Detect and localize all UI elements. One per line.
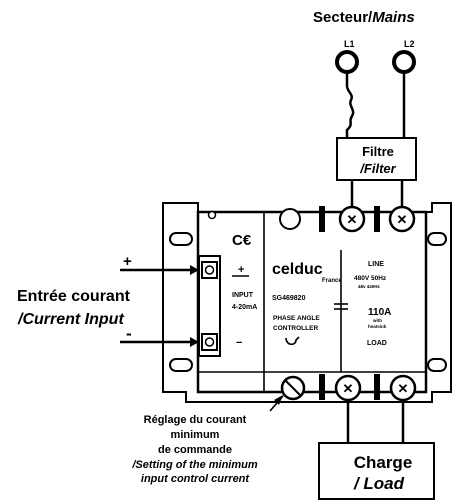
model-number: SG469820 — [272, 295, 306, 302]
line-label: LINE — [368, 261, 384, 268]
input-label-fr: Entrée courant — [17, 288, 131, 305]
phase-label-2: CONTROLLER — [273, 325, 318, 332]
adjust-line-3: de commande — [158, 444, 232, 456]
svg-text:✕: ✕ — [347, 212, 358, 227]
adjust-line-1: Réglage du courant — [144, 414, 247, 426]
mains-l2-terminal — [392, 50, 416, 74]
filter-label-fr: Filtre — [362, 144, 394, 159]
input-terminal-strip — [198, 255, 221, 357]
mounting-hole — [207, 210, 217, 220]
mains-l2-label: L2 — [404, 39, 415, 49]
mount-slot-tr — [427, 232, 447, 246]
line-terminal-2 — [388, 205, 416, 233]
input-text: INPUT — [232, 292, 254, 299]
mains-title: Secteur/Mains — [313, 9, 415, 26]
phase-label-1: PHASE ANGLE — [273, 315, 320, 322]
load-terminal-label: LOAD — [367, 340, 387, 347]
svg-text:✕: ✕ — [397, 212, 408, 227]
adjust-symbol — [285, 336, 300, 346]
terminal-minus-mark: − — [236, 337, 242, 349]
input-minus-sign: - — [126, 324, 132, 343]
filter-label-en: /Filter — [359, 161, 396, 176]
voltage-sub: 48v 440Hz — [358, 284, 381, 289]
adjust-line-2: minimum — [171, 429, 220, 441]
svg-text:✕: ✕ — [398, 381, 409, 396]
svg-text:✕: ✕ — [343, 381, 354, 396]
input-plus-sign: + — [123, 253, 132, 270]
adjust-line-4: /Setting of the minimum — [131, 459, 257, 471]
mount-slot-br — [427, 358, 447, 372]
input-label-en: /Current Input — [17, 311, 124, 328]
load-label-en: / Load — [353, 474, 405, 493]
mains-l1-label: L1 — [344, 39, 355, 49]
voltage-rating: 480V 50Hz — [354, 275, 387, 282]
l1-wire — [345, 72, 355, 138]
brand-sub: France — [322, 278, 342, 284]
adjust-line-5: input control current — [141, 473, 251, 485]
brand-name: celduc — [272, 261, 323, 278]
load-box — [318, 442, 435, 500]
current-sub-2: heatsink — [368, 324, 387, 329]
mains-l1-terminal — [335, 50, 359, 74]
mount-slot-tl — [169, 232, 193, 246]
filter-box — [336, 137, 417, 181]
terminal-plus-mark: + — [238, 264, 244, 276]
current-sub-1: with — [372, 318, 382, 323]
current-rating: 110A — [368, 307, 391, 318]
module-housing — [196, 210, 428, 394]
ce-mark: C€ — [232, 232, 252, 249]
load-label-fr: Charge — [354, 453, 413, 472]
mount-slot-bl — [169, 358, 193, 372]
line-terminal-1 — [338, 205, 366, 233]
top-cap — [279, 208, 301, 230]
input-range: 4-20mA — [232, 304, 257, 311]
